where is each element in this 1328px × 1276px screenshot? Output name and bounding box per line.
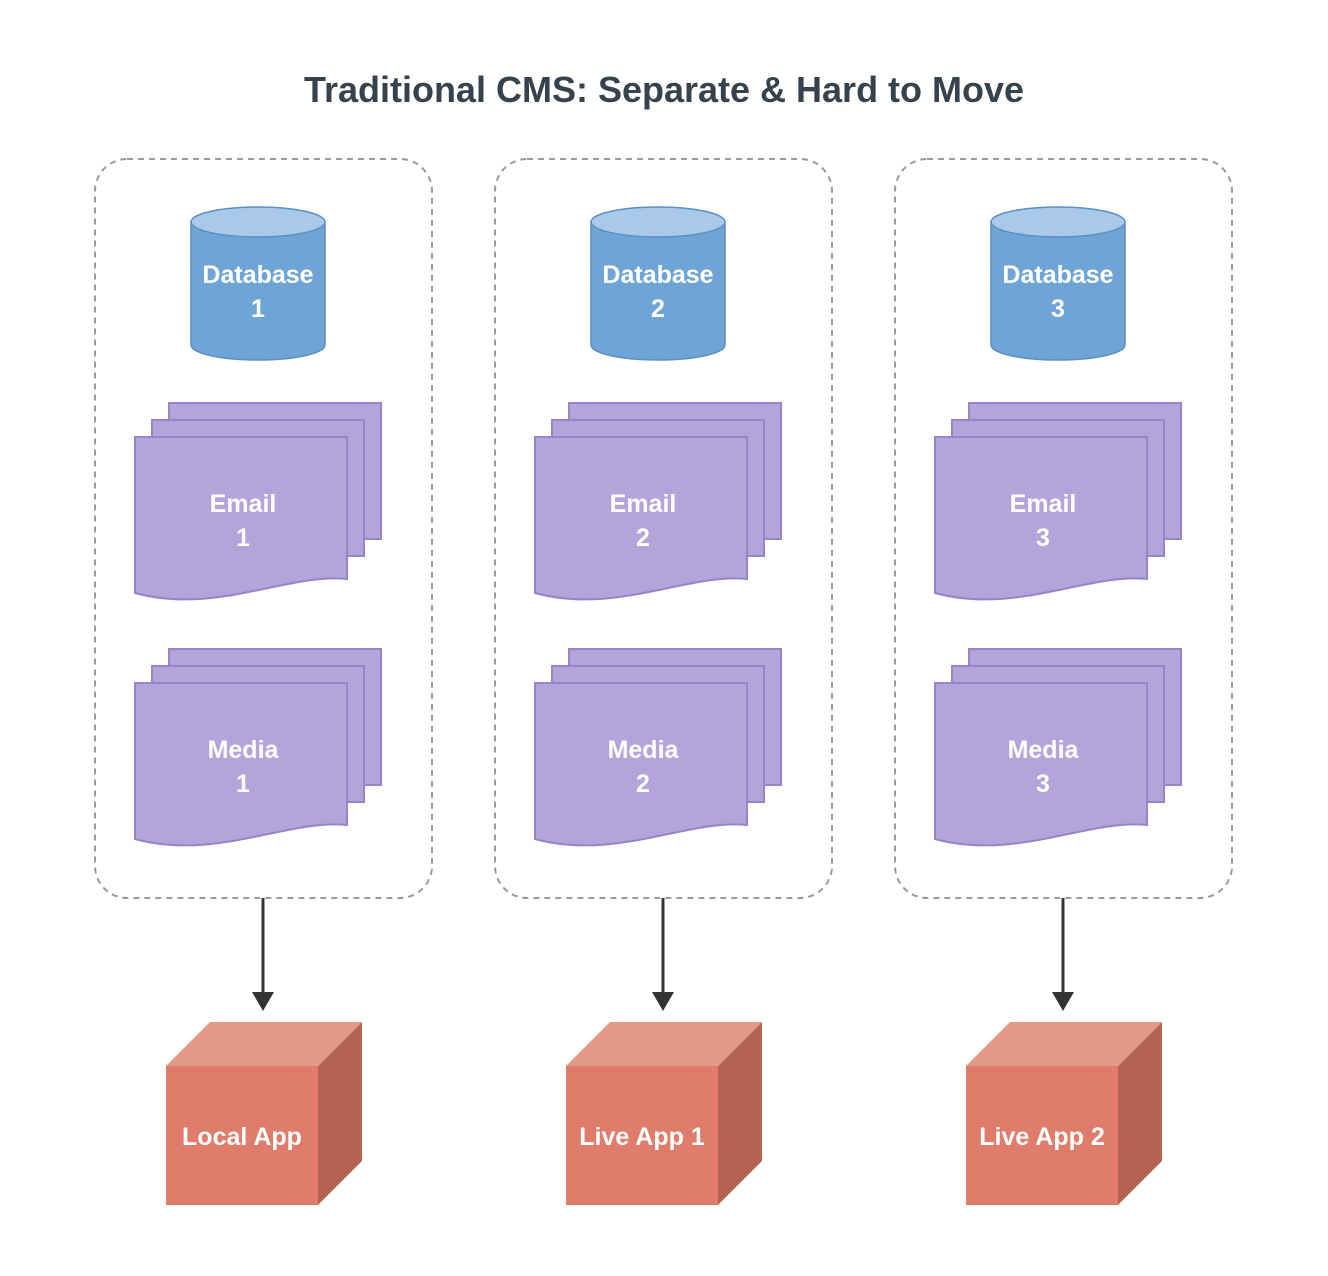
database-label-line1: Database	[202, 261, 313, 289]
database-label-line2: 3	[1051, 295, 1065, 323]
database-cylinder-icon	[590, 206, 726, 361]
media-documents-label-line2: 3	[1036, 770, 1050, 798]
app-cube: Live App 2	[966, 1022, 1162, 1205]
email-documents-label-line2: 1	[236, 524, 250, 552]
database-cylinder-icon	[190, 206, 326, 361]
email-documents-label-line2: 2	[636, 524, 650, 552]
arrow-down-icon	[1052, 898, 1074, 1011]
email-documents-label-line1: Email	[1010, 490, 1077, 518]
cube-side-face	[718, 1022, 762, 1205]
email-documents-label-line1: Email	[610, 490, 677, 518]
system-container	[94, 158, 433, 899]
cube-front-face	[966, 1066, 1118, 1205]
media-documents-label-line2: 1	[236, 770, 250, 798]
arrow-head	[252, 992, 274, 1011]
app-cube: Local App	[166, 1022, 362, 1205]
email-documents: Email 3	[934, 402, 1182, 601]
arrow-down-icon	[252, 898, 274, 1011]
app-cube: Live App 1	[566, 1022, 762, 1205]
database-body	[590, 221, 726, 361]
media-documents: Media 2	[534, 648, 782, 847]
document-page	[534, 436, 748, 601]
cube-front-face	[166, 1066, 318, 1205]
database-label-line1: Database	[1002, 261, 1113, 289]
database-label-line2: 2	[651, 295, 665, 323]
media-documents-label-line1: Media	[208, 736, 280, 764]
database-label-line1: Database	[602, 261, 713, 289]
media-documents-label-line1: Media	[1008, 736, 1080, 764]
document-page	[134, 682, 348, 847]
cube-top-face	[966, 1022, 1162, 1066]
arrow-down-icon	[652, 898, 674, 1011]
cube-side-face	[318, 1022, 362, 1205]
database-cylinder-icon	[990, 206, 1126, 361]
email-documents: Email 2	[534, 402, 782, 601]
system-container	[894, 158, 1233, 899]
cube-side-face	[1118, 1022, 1162, 1205]
database-top	[590, 206, 726, 238]
cube-top-face	[166, 1022, 362, 1066]
cube-front-face	[566, 1066, 718, 1205]
database-body	[190, 221, 326, 361]
cube-top-face	[566, 1022, 762, 1066]
database-top	[190, 206, 326, 238]
database-top	[990, 206, 1126, 238]
media-documents: Media 1	[134, 648, 382, 847]
media-documents: Media 3	[934, 648, 1182, 847]
document-page	[534, 682, 748, 847]
database-label-line2: 1	[251, 295, 265, 323]
app-label: Local App	[182, 1123, 302, 1151]
app-label: Live App 1	[579, 1123, 705, 1151]
document-page	[134, 436, 348, 601]
diagram-title: Traditional CMS: Separate & Hard to Move	[304, 69, 1024, 110]
email-documents-label-line2: 3	[1036, 524, 1050, 552]
email-documents-label-line1: Email	[210, 490, 277, 518]
media-documents-label-line1: Media	[608, 736, 680, 764]
database-body	[990, 221, 1126, 361]
document-page	[934, 682, 1148, 847]
media-documents-label-line2: 2	[636, 770, 650, 798]
arrow-head	[1052, 992, 1074, 1011]
app-label: Live App 2	[979, 1123, 1105, 1151]
document-page	[934, 436, 1148, 601]
email-documents: Email 1	[134, 402, 382, 601]
system-container	[494, 158, 833, 899]
arrow-head	[652, 992, 674, 1011]
